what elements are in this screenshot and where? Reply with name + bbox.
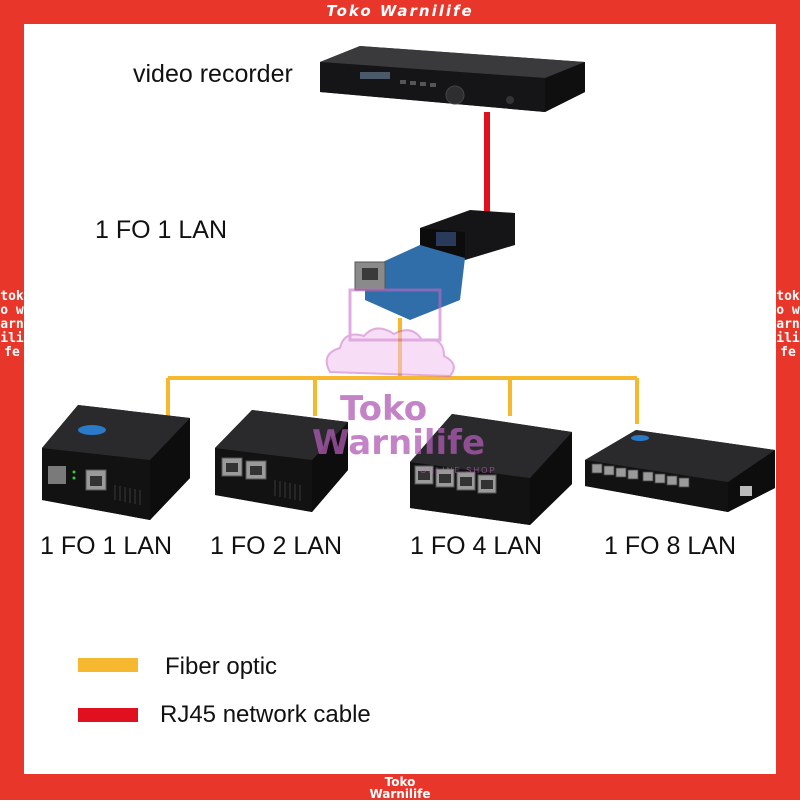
frame-left-border (0, 0, 24, 800)
frame-bottom-border (0, 774, 800, 800)
top-converter-device (354, 210, 515, 320)
watermark-sub: ONLINE SHOP (420, 466, 497, 475)
label-top-converter: 1 FO 1 LAN (95, 216, 227, 244)
label-device-3: 1 FO 4 LAN (410, 532, 542, 560)
label-video-recorder: video recorder (133, 60, 293, 88)
frame-right-border (776, 0, 800, 800)
brand-bottom-line2: Warnilife (369, 787, 431, 801)
legend-rj45-label: RJ45 network cable (160, 701, 371, 728)
label-device-1: 1 FO 1 LAN (40, 532, 172, 560)
frame-top-border (0, 0, 800, 24)
media-converter-1fo1lan (42, 405, 190, 520)
brand-side-left: toko warnilife (0, 289, 24, 360)
legend-fiber-label: Fiber optic (165, 653, 278, 680)
label-device-4: 1 FO 8 LAN (604, 532, 736, 560)
watermark-line1: Toko (340, 389, 428, 429)
brand-side-right: toko warnilife (776, 289, 800, 360)
legend-rj45-swatch (78, 708, 138, 722)
legend-fiber-swatch (78, 658, 138, 672)
media-converter-1fo2lan (215, 410, 348, 512)
label-device-2: 1 FO 2 LAN (210, 532, 342, 560)
brand-bottom-text: Toko Warnilife (0, 776, 800, 800)
brand-bottom-line1: Toko (384, 775, 416, 789)
watermark-cloud (325, 288, 455, 378)
brand-top-text: Toko Warnilife (326, 2, 474, 20)
video-recorder-device (320, 46, 585, 112)
switch-1fo8lan (585, 430, 775, 512)
switch-1fo4lan (410, 414, 572, 525)
watermark-line2: Warnilife (312, 423, 486, 463)
